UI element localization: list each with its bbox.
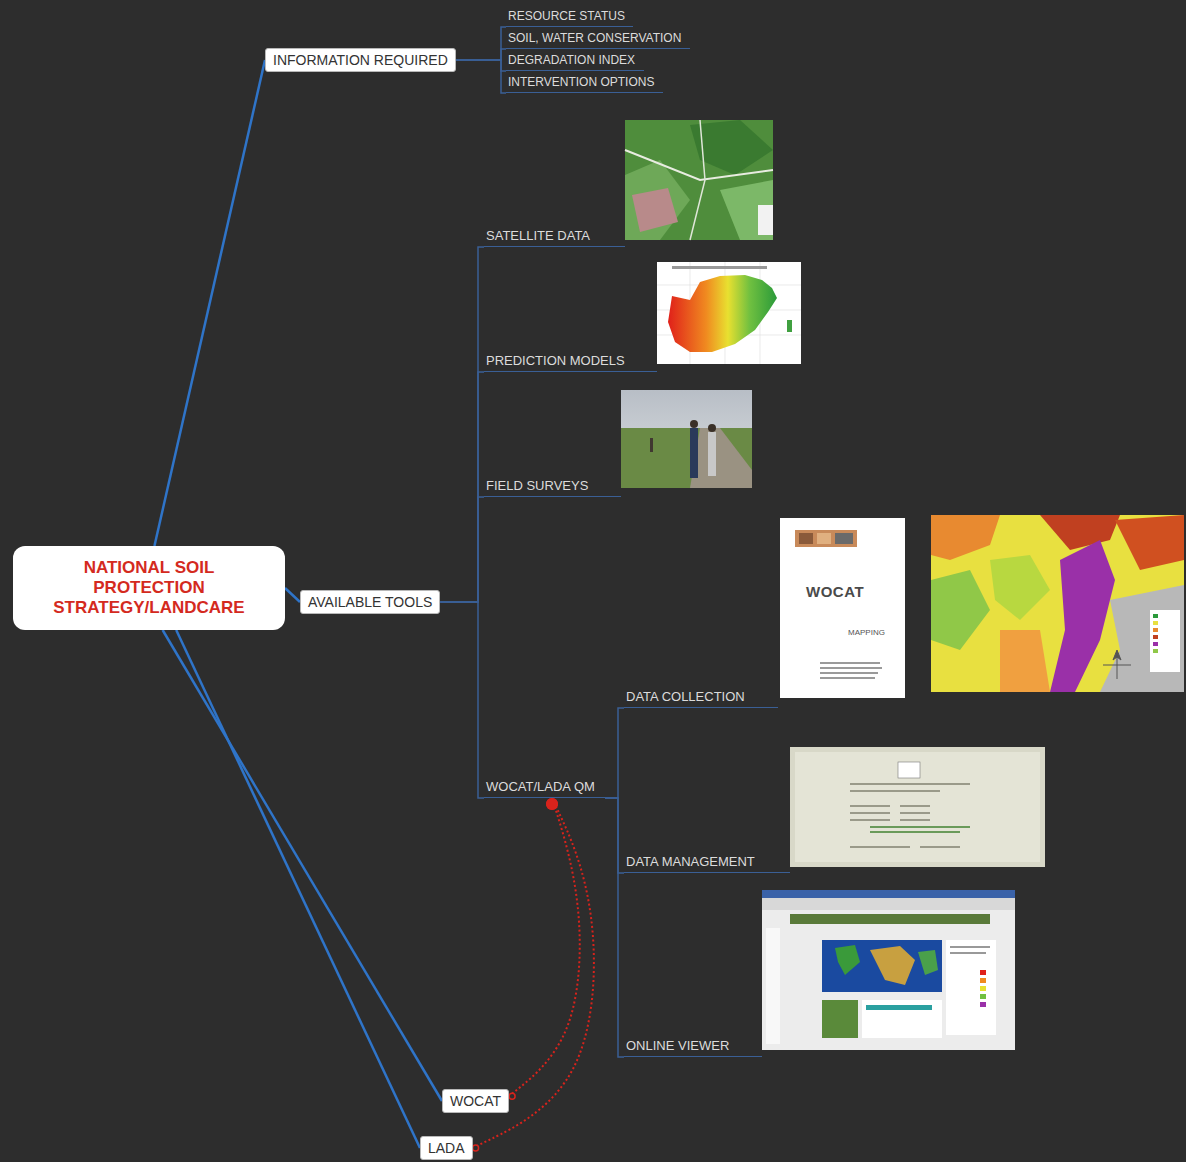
node-text: SATELLITE DATA bbox=[486, 228, 621, 243]
branch-line bbox=[176, 630, 420, 1148]
land-map bbox=[931, 515, 1184, 692]
node-text: WOCAT/LADA QM bbox=[486, 779, 601, 794]
branch-label: INTERVENTION OPTIONS bbox=[506, 75, 663, 93]
central-topic: NATIONAL SOIL PROTECTION STRATEGY/LANDCA… bbox=[13, 546, 285, 630]
node-text: AVAILABLE TOOLS bbox=[308, 594, 432, 610]
branch-line bbox=[605, 708, 624, 798]
online-viewer-screenshot bbox=[762, 890, 1015, 1050]
node-text: INFORMATION REQUIRED bbox=[273, 52, 448, 68]
branch-label: DATA COLLECTION bbox=[624, 689, 778, 708]
branch-label: DEGRADATION INDEX bbox=[506, 53, 644, 71]
branch-line bbox=[440, 602, 484, 798]
node-text: INTERVENTION OPTIONS bbox=[508, 75, 659, 89]
link-dot bbox=[509, 1093, 515, 1099]
prediction-map bbox=[657, 262, 801, 364]
branch-line bbox=[456, 27, 506, 60]
data-management-screenshot bbox=[790, 747, 1045, 867]
node-text: SOIL, WATER CONSERVATION bbox=[508, 31, 686, 45]
branch-label: RESOURCE STATUS bbox=[506, 9, 633, 27]
node-text: RESOURCE STATUS bbox=[508, 9, 629, 23]
branch-label: DATA MANAGEMENT bbox=[624, 854, 790, 873]
branch-label: SATELLITE DATA bbox=[484, 228, 625, 247]
node-text: FIELD SURVEYS bbox=[486, 478, 617, 493]
node-text: ONLINE VIEWER bbox=[626, 1038, 758, 1053]
branch-line bbox=[163, 630, 442, 1101]
branch-label: PREDICTION MODELS bbox=[484, 353, 657, 372]
satellite-image bbox=[625, 120, 773, 240]
link-dot bbox=[473, 1145, 479, 1151]
branch-line bbox=[154, 60, 265, 546]
document-title: WOCAT bbox=[806, 583, 864, 600]
branch-line bbox=[440, 497, 484, 602]
branch-line bbox=[440, 247, 484, 602]
branch-line bbox=[440, 372, 484, 602]
branch-label: FIELD SURVEYS bbox=[484, 478, 621, 497]
node-text: PREDICTION MODELS bbox=[486, 353, 653, 368]
branch-line bbox=[456, 60, 506, 71]
node-text: DATA MANAGEMENT bbox=[626, 854, 786, 869]
wocat-document bbox=[780, 518, 905, 698]
node-text: DATA COLLECTION bbox=[626, 689, 774, 704]
link-dot bbox=[546, 798, 558, 810]
node-text: DEGRADATION INDEX bbox=[508, 53, 640, 67]
branch-box: WOCAT bbox=[442, 1089, 509, 1113]
branch-box: INFORMATION REQUIRED bbox=[265, 48, 456, 72]
dotted-link bbox=[509, 798, 580, 1096]
node-text: NATIONAL SOIL PROTECTION STRATEGY/LANDCA… bbox=[27, 558, 271, 618]
branch-line bbox=[456, 49, 506, 60]
document-title: MAPPING bbox=[848, 628, 885, 637]
branch-line bbox=[605, 798, 624, 873]
link-dot bbox=[546, 798, 558, 810]
branch-line bbox=[605, 798, 624, 1057]
branch-box: AVAILABLE TOOLS bbox=[300, 590, 440, 614]
field-photo bbox=[621, 390, 752, 488]
branch-box: LADA bbox=[420, 1136, 473, 1160]
node-text: LADA bbox=[428, 1140, 465, 1156]
branch-line bbox=[285, 588, 300, 602]
branch-label: SOIL, WATER CONSERVATION bbox=[506, 31, 690, 49]
branch-label: ONLINE VIEWER bbox=[624, 1038, 762, 1057]
node-text: WOCAT bbox=[450, 1093, 501, 1109]
branch-line bbox=[456, 60, 506, 93]
branch-label: WOCAT/LADA QM bbox=[484, 779, 605, 798]
